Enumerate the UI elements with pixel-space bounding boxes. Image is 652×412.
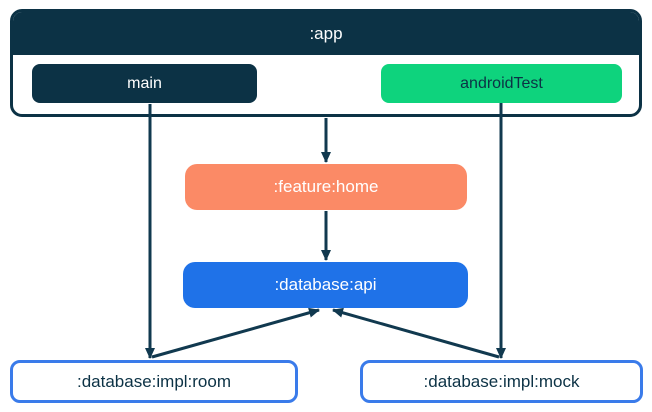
database-impl-room-label: :database:impl:room (76, 371, 232, 391)
source-set-main: main (32, 64, 257, 103)
source-set-androidtest: androidTest (381, 64, 622, 103)
feature-home-node: :feature:home (185, 164, 467, 210)
app-module-label: :app (309, 23, 343, 43)
database-impl-room-node: :database:impl:room (10, 360, 298, 403)
source-set-main-label: main (127, 74, 162, 92)
app-module-header: :app (13, 12, 639, 55)
edge-impl-mock-to-database-api (332, 307, 500, 359)
database-api-label: :database:api (274, 275, 377, 294)
database-impl-mock-label: :database:impl:mock (423, 371, 580, 391)
edge-impl-room-to-database-api (151, 307, 320, 359)
source-set-androidtest-label: androidTest (460, 74, 543, 92)
database-api-node: :database:api (183, 262, 468, 308)
feature-home-label: :feature:home (273, 177, 379, 196)
database-impl-mock-node: :database:impl:mock (360, 360, 643, 403)
